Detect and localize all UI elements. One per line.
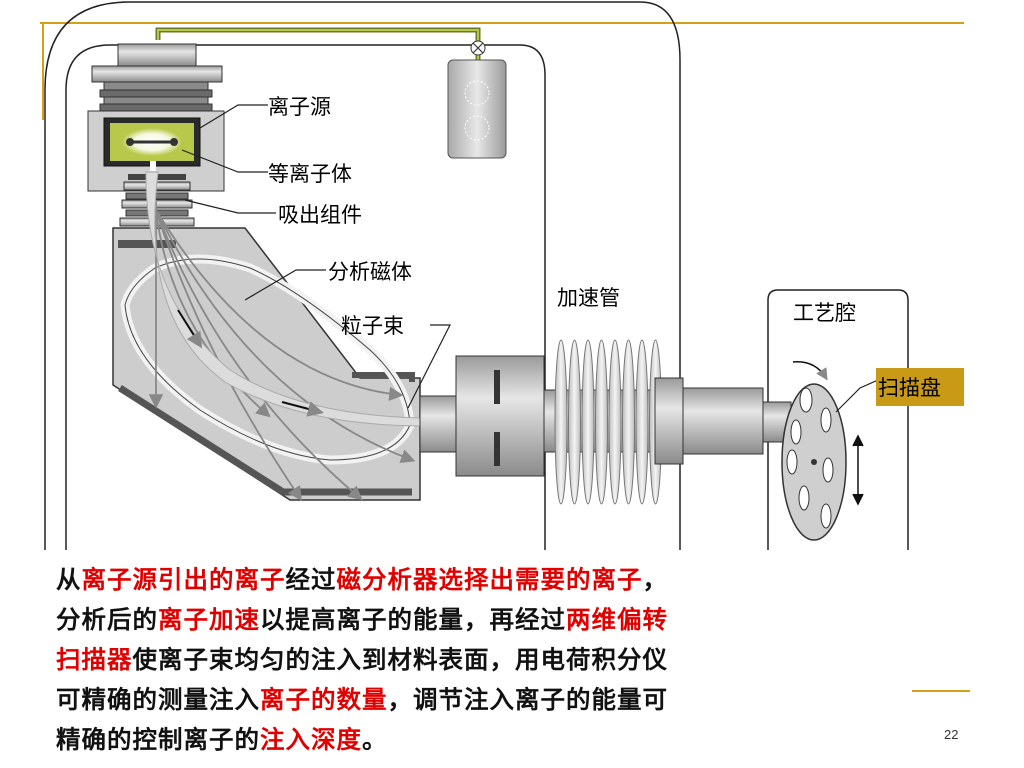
caption-highlight: 扫描器 <box>56 645 133 674</box>
caption-segment: 分析后的 <box>56 605 158 634</box>
caption-line: 可精确的测量注入离子的数量，调节注入离子的能量可 <box>56 680 886 720</box>
rotation-arrow-icon <box>792 361 828 381</box>
caption-segment: 以提高离子的能量，再经过 <box>260 605 566 634</box>
vertical-scan-arrow-icon <box>852 434 864 506</box>
label-accel-tube: 加速管 <box>557 286 620 310</box>
caption-segment: 精确的控制离子的 <box>56 725 260 754</box>
accel-fin <box>622 339 635 505</box>
accel-fin <box>554 339 568 505</box>
scan-disk-label-bg <box>876 368 964 406</box>
deflected-paths <box>148 200 416 501</box>
caption-segment: 可精确的测量注入 <box>56 685 260 714</box>
caption-segment: ，调节注入离子的能量可 <box>387 685 668 714</box>
acceleration-tube <box>543 339 662 505</box>
caption-line: 扫描器使离子束均匀的注入到材料表面，用电荷积分仪 <box>56 640 886 680</box>
source-enclosure <box>65 44 546 550</box>
scan-disk <box>781 383 847 541</box>
outer-enclosure <box>44 1 681 550</box>
caption-highlight: 磁分析器选择出需要的离子 <box>336 565 643 594</box>
gas-cabinet <box>447 59 507 159</box>
caption-segment: ， <box>642 565 668 594</box>
caption-highlight: 离子源引出的离子 <box>81 565 286 594</box>
page-number: 22 <box>944 727 959 742</box>
caption-segment: 。 <box>362 725 388 754</box>
caption-segment: 经过 <box>285 565 337 594</box>
bellows <box>99 81 213 112</box>
label-chamber: 工艺腔 <box>793 301 856 325</box>
caption-text: 从离子源引出的离子经过磁分析器选择出需要的离子，分析后的离子加速以提高离子的能量… <box>56 560 886 760</box>
caption-line: 从离子源引出的离子经过磁分析器选择出需要的离子， <box>56 560 886 600</box>
accel-fin <box>581 339 595 505</box>
caption-line: 分析后的离子加速以提高离子的能量，再经过两维偏转 <box>56 600 886 640</box>
caption-line: 精确的控制离子的注入深度。 <box>56 720 886 760</box>
caption-highlight: 两维偏转 <box>566 605 668 634</box>
caption-highlight: 注入深度 <box>260 725 362 754</box>
accel-fin <box>635 339 649 505</box>
accel-fin <box>608 339 622 505</box>
caption-segment: 使离子束均匀的注入到材料表面，用电荷积分仪 <box>132 645 668 674</box>
process-chamber <box>767 289 909 550</box>
source-cap <box>117 43 197 67</box>
label-scan-disk: 扫描盘 <box>878 376 941 400</box>
caption-highlight: 离子的数量 <box>260 685 388 714</box>
label-ion-source: 离子源 <box>268 95 331 119</box>
caption-highlight: 离子加速 <box>158 605 260 634</box>
label-plasma: 等离子体 <box>268 162 352 186</box>
label-magnet: 分析磁体 <box>328 260 412 284</box>
label-extraction: 吸出组件 <box>278 203 362 227</box>
leader-lines <box>181 104 879 413</box>
label-beam: 粒子束 <box>341 314 404 338</box>
caption-segment: 从 <box>56 565 82 594</box>
accel-fin <box>595 339 608 505</box>
accel-fin <box>568 339 581 505</box>
